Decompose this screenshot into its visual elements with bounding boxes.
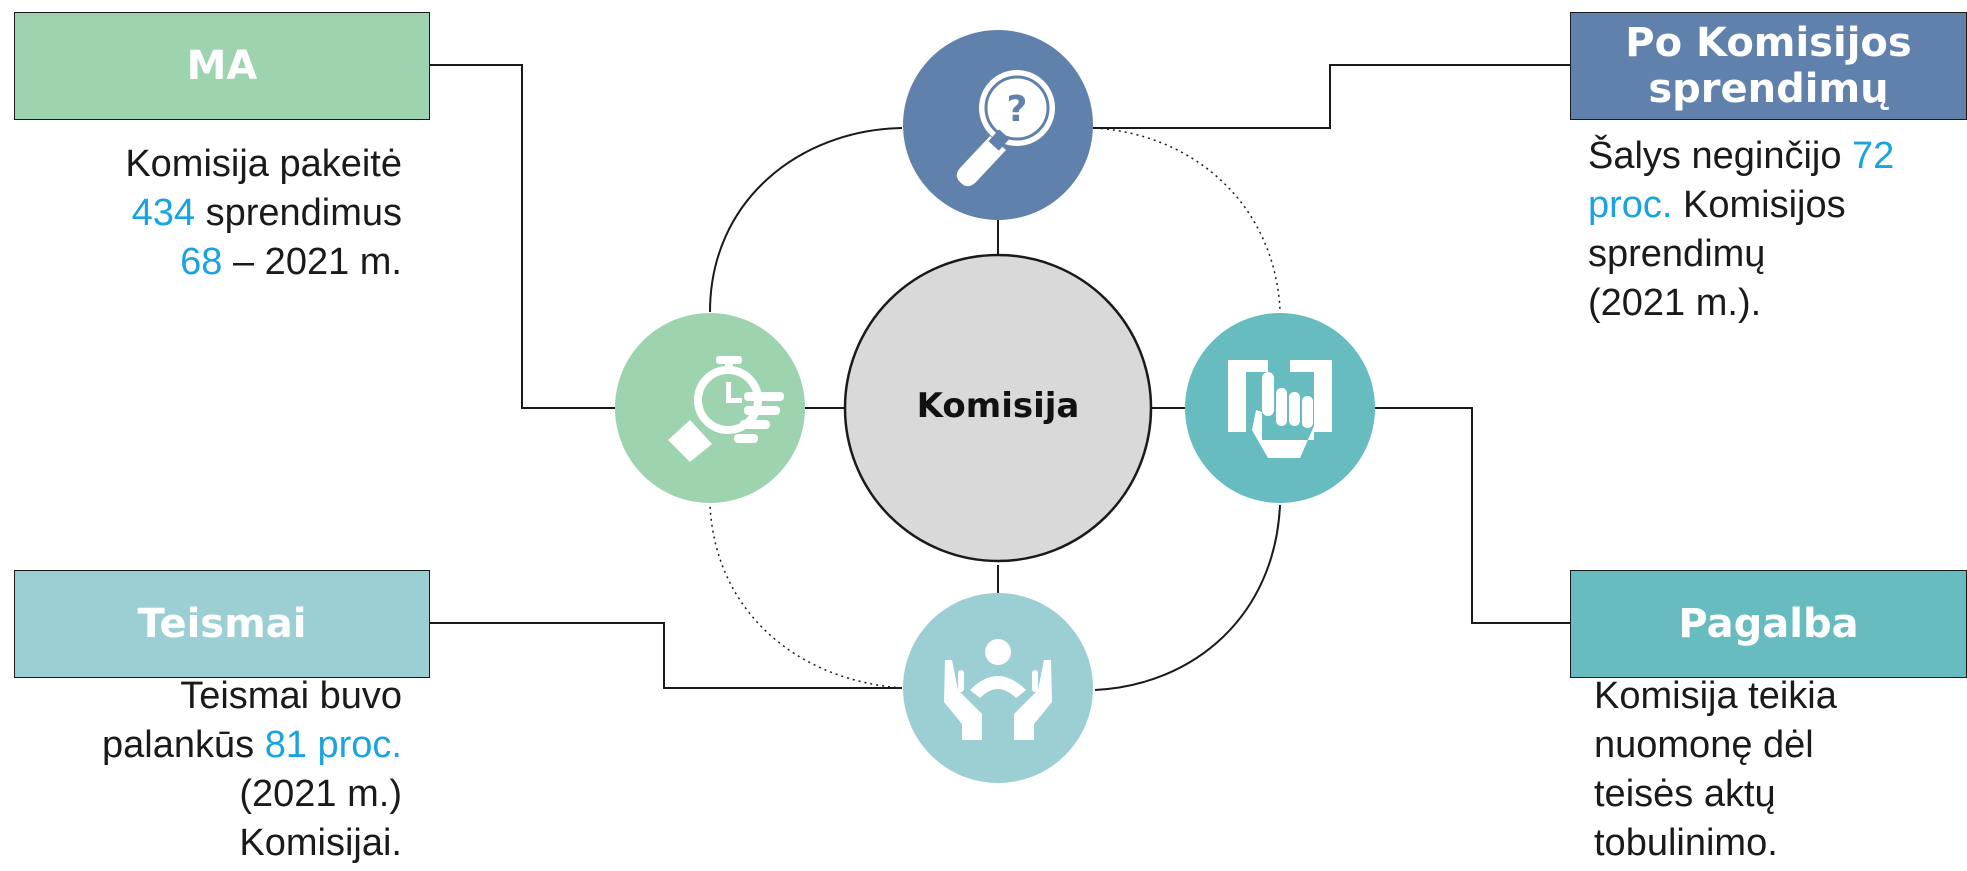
ma-line-3-rest: – 2021 m. <box>222 241 402 283</box>
magnifier-question-icon: ? <box>956 70 1055 187</box>
po-line-3: sprendimų <box>1588 233 1766 275</box>
pagalba-box: Pagalba <box>1570 570 1967 678</box>
pagalba-description: Komisija teikia nuomonę dėl teisės aktų … <box>1594 672 1967 868</box>
po-line-2-rest: Komisijos <box>1672 184 1846 226</box>
orbit-arc-top-left <box>709 127 903 313</box>
orbit-arc-top-right <box>1094 127 1281 311</box>
teismai-description: Teismai buvo palankūs 81 proc. (2021 m.)… <box>40 672 402 868</box>
pagalba-title: Pagalba <box>1678 601 1859 647</box>
book-hand-icon <box>1228 360 1332 458</box>
po-proc: proc. <box>1588 184 1673 226</box>
po-box: Po Komisijos sprendimų <box>1570 12 1967 120</box>
connector-po <box>1093 64 1570 129</box>
svg-text:?: ? <box>1007 89 1028 130</box>
pagalba-line-1: Komisija teikia <box>1594 675 1837 717</box>
po-line-1-pre: Šalys neginčijo <box>1588 135 1853 177</box>
hands-person-icon <box>944 639 1052 740</box>
teismai-line-3: (2021 m.) <box>239 773 402 815</box>
teismai-line-1: Teismai buvo <box>180 675 402 717</box>
orbit-arc-bottom-left <box>709 504 903 689</box>
po-line-4: (2021 m.). <box>1588 282 1762 324</box>
teismai-line-2-pre: palankūs <box>102 724 265 766</box>
node-left-circle <box>615 313 805 503</box>
orbit-arc-bottom-right <box>1094 504 1281 691</box>
ma-line-3: 68 – 2021 m. <box>40 238 402 287</box>
ma-number-434: 434 <box>131 192 196 234</box>
po-description: Šalys neginčijo 72 proc. Komisijos spren… <box>1588 132 1967 328</box>
connector-pagalba <box>1375 407 1570 624</box>
pagalba-line-2: nuomonę dėl <box>1594 724 1814 766</box>
center-circle <box>843 253 1153 563</box>
po-number-72: 72 <box>1852 135 1895 177</box>
connector-teismai <box>430 622 902 689</box>
pagalba-line-3: teisės aktų <box>1594 773 1776 815</box>
center-label: Komisija <box>916 386 1080 426</box>
teismai-box: Teismai <box>14 570 430 678</box>
ma-line-2-rest: sprendimus <box>195 192 402 234</box>
stopwatch-hand-icon <box>668 356 784 462</box>
pagalba-line-4: tobulinimo. <box>1594 822 1778 864</box>
teismai-title: Teismai <box>137 601 307 647</box>
teismai-number-81: 81 proc. <box>264 724 402 766</box>
connector-ma <box>430 64 616 409</box>
ma-line-1: Komisija pakeitė <box>125 143 402 185</box>
po-line-1: Šalys neginčijo 72 <box>1588 132 1967 181</box>
ma-description: Komisija pakeitė 434 sprendimus 68 – 202… <box>40 140 402 287</box>
ma-box: MA <box>14 12 430 120</box>
ma-line-2: 434 sprendimus <box>40 189 402 238</box>
teismai-line-4: Komisijai. <box>239 822 402 864</box>
ma-title: MA <box>186 43 258 89</box>
ma-number-68: 68 <box>180 241 223 283</box>
po-title-line2: sprendimų <box>1648 66 1889 112</box>
po-title-line1: Po Komisijos <box>1625 20 1912 66</box>
po-line-2: proc. Komisijos <box>1588 181 1967 230</box>
teismai-line-2: palankūs 81 proc. <box>40 721 402 770</box>
